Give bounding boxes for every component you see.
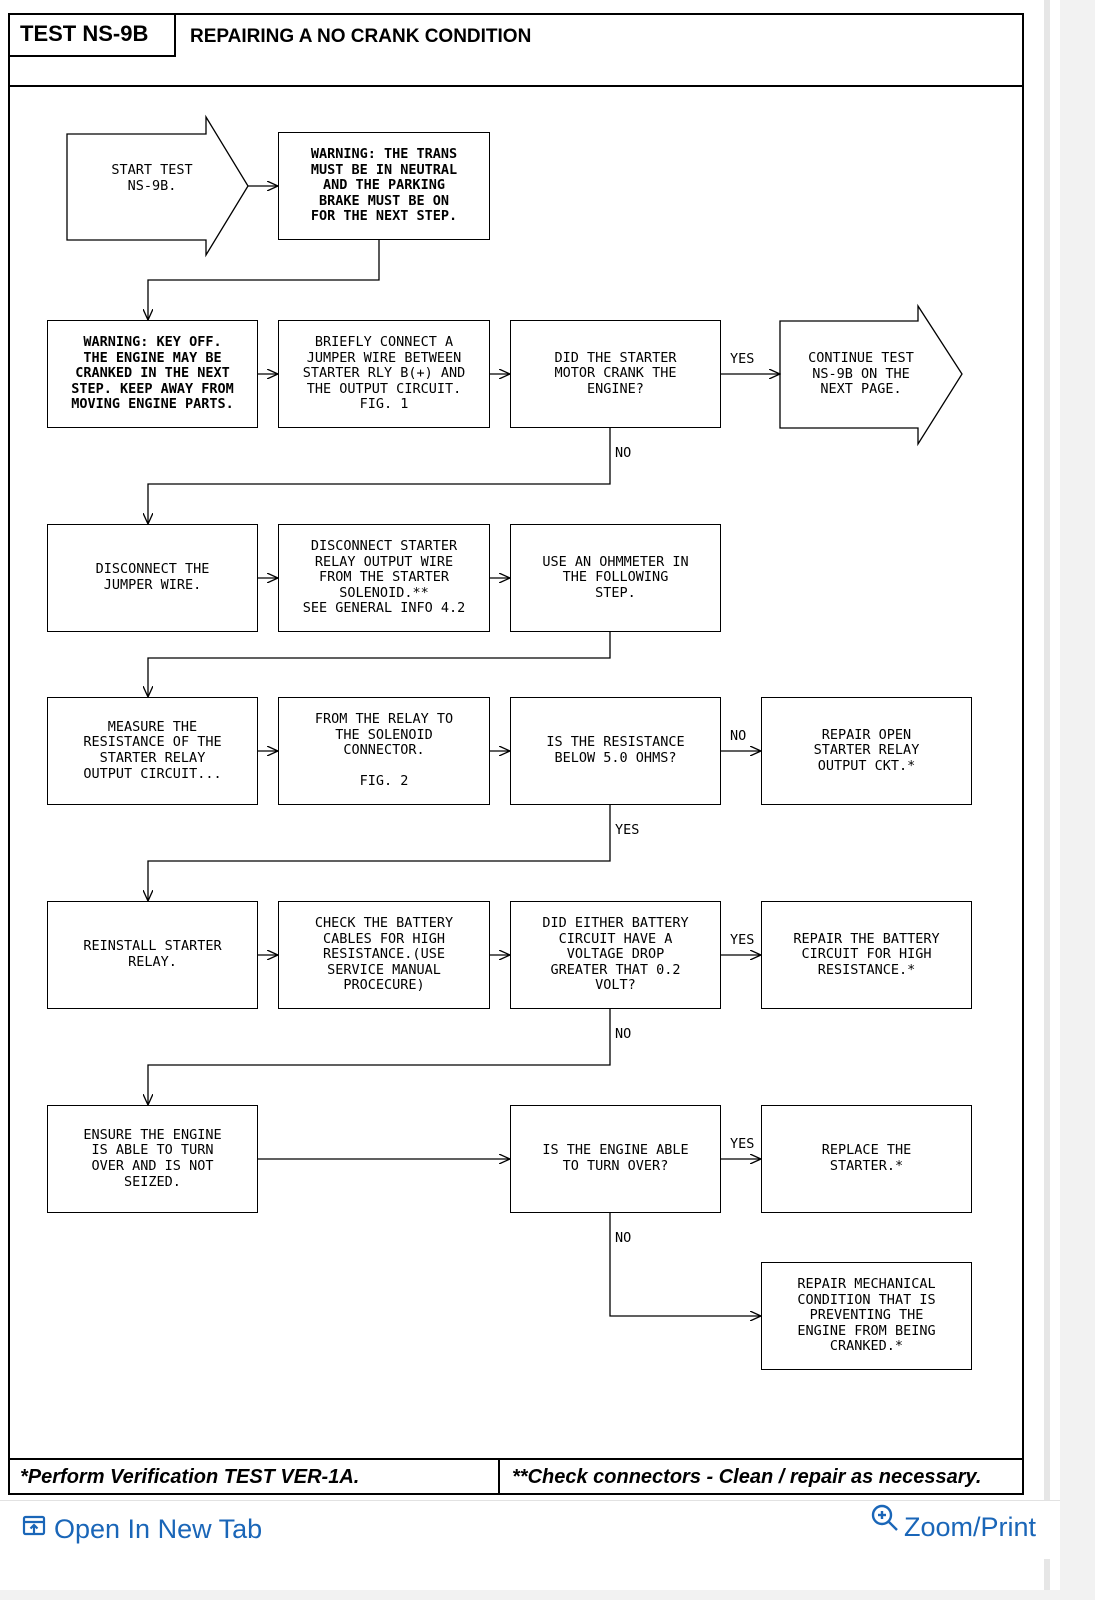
step-repair-open: REPAIR OPEN STARTER RELAY OUTPUT CKT.* xyxy=(761,697,972,805)
open-new-tab-icon xyxy=(22,1514,46,1545)
label-no-crank: NO xyxy=(615,445,632,461)
step-warning-key-text: WARNING: KEY OFF. THE ENGINE MAY BE CRAN… xyxy=(71,334,234,413)
decision-voltage-text: DID EITHER BATTERY CIRCUIT HAVE A VOLTAG… xyxy=(542,915,689,994)
step-ensure-engine: ENSURE THE ENGINE IS ABLE TO TURN OVER A… xyxy=(47,1105,258,1213)
diagram-footer: *Perform Verification TEST VER-1A. **Che… xyxy=(8,1458,1024,1495)
step-repair-mechanical: REPAIR MECHANICAL CONDITION THAT IS PREV… xyxy=(761,1262,972,1370)
step-disconnect-relay: DISCONNECT STARTER RELAY OUTPUT WIRE FRO… xyxy=(278,524,490,632)
test-title: REPAIRING A NO CRANK CONDITION xyxy=(190,26,532,47)
step-from-relay: FROM THE RELAY TO THE SOLENOID CONNECTOR… xyxy=(278,697,490,805)
label-no-voltage: NO xyxy=(615,1026,632,1042)
label-no-resistance: NO xyxy=(730,728,747,744)
footer-note-connectors: **Check connectors - Clean / repair as n… xyxy=(512,1466,982,1488)
step-repair-open-text: REPAIR OPEN STARTER RELAY OUTPUT CKT.* xyxy=(813,726,920,774)
diagram-sheet: TEST NS-9B REPAIRING A NO CRANK CONDITIO… xyxy=(0,0,1060,1590)
footer-note-verification: *Perform Verification TEST VER-1A. xyxy=(8,1460,500,1495)
decision-did-crank-text: DID THE STARTER MOTOR CRANK THE ENGINE? xyxy=(554,349,677,397)
zoom-print-link[interactable]: Zoom/Print xyxy=(870,1504,1036,1547)
step-warning-key: WARNING: KEY OFF. THE ENGINE MAY BE CRAN… xyxy=(47,320,258,428)
step-disconnect-jumper-text: DISCONNECT THE JUMPER WIRE. xyxy=(95,561,210,593)
label-yes-crank: YES xyxy=(730,351,755,367)
flowchart-connectors xyxy=(66,114,963,1500)
zoom-print-label: Zoom/Print xyxy=(903,1511,1036,1542)
step-measure: MEASURE THE RESISTANCE OF THE STARTER RE… xyxy=(47,697,258,805)
start-arrow-shape xyxy=(66,114,249,258)
step-warning-trans-text: WARNING: THE TRANS MUST BE IN NEUTRAL AN… xyxy=(310,146,458,225)
step-continue: CONTINUE TEST NS-9B ON THE NEXT PAGE. xyxy=(808,350,914,398)
step-from-relay-text: FROM THE RELAY TO THE SOLENOID CONNECTOR… xyxy=(314,711,454,790)
continue-arrow-shape xyxy=(779,303,963,447)
decision-did-crank: DID THE STARTER MOTOR CRANK THE ENGINE? xyxy=(510,320,721,428)
step-repair-battery: REPAIR THE BATTERY CIRCUIT FOR HIGH RESI… xyxy=(761,901,972,1009)
decision-turn-over-text: IS THE ENGINE ABLE TO TURN OVER? xyxy=(542,1142,689,1174)
step-jumper: BRIEFLY CONNECT A JUMPER WIRE BETWEEN ST… xyxy=(278,320,490,428)
step-jumper-text: BRIEFLY CONNECT A JUMPER WIRE BETWEEN ST… xyxy=(302,334,466,413)
step-disconnect-relay-text: DISCONNECT STARTER RELAY OUTPUT WIRE FRO… xyxy=(302,538,466,617)
decision-resistance: IS THE RESISTANCE BELOW 5.0 OHMS? xyxy=(510,697,721,805)
step-disconnect-jumper: DISCONNECT THE JUMPER WIRE. xyxy=(47,524,258,632)
step-warning-trans: WARNING: THE TRANS MUST BE IN NEUTRAL AN… xyxy=(278,132,490,240)
step-reinstall-text: REINSTALL STARTER RELAY. xyxy=(83,938,222,970)
label-no-turn-over: NO xyxy=(615,1230,632,1246)
step-check-battery: CHECK THE BATTERY CABLES FOR HIGH RESIST… xyxy=(278,901,490,1009)
step-start: START TEST NS-9B. xyxy=(111,162,193,194)
step-ensure-engine-text: ENSURE THE ENGINE IS ABLE TO TURN OVER A… xyxy=(83,1126,222,1190)
decision-turn-over: IS THE ENGINE ABLE TO TURN OVER? xyxy=(510,1105,721,1213)
step-ohmmeter-text: USE AN OHMMETER IN THE FOLLOWING STEP. xyxy=(542,553,689,601)
open-new-tab-link[interactable]: Open In New Tab xyxy=(22,1509,262,1549)
step-reinstall: REINSTALL STARTER RELAY. xyxy=(47,901,258,1009)
step-replace-starter: REPLACE THE STARTER.* xyxy=(761,1105,972,1213)
zoom-in-icon xyxy=(870,1503,900,1540)
label-yes-voltage: YES xyxy=(730,932,755,948)
label-yes-resistance: YES xyxy=(615,822,640,838)
bottom-toolbar: Open In New Tab Zoom/Print xyxy=(0,1500,1060,1559)
decision-resistance-text: IS THE RESISTANCE BELOW 5.0 OHMS? xyxy=(546,734,685,766)
open-new-tab-label: Open In New Tab xyxy=(54,1513,263,1544)
step-repair-mechanical-text: REPAIR MECHANICAL CONDITION THAT IS PREV… xyxy=(797,1276,936,1355)
step-ohmmeter: USE AN OHMMETER IN THE FOLLOWING STEP. xyxy=(510,524,721,632)
step-measure-text: MEASURE THE RESISTANCE OF THE STARTER RE… xyxy=(83,718,222,782)
step-check-battery-text: CHECK THE BATTERY CABLES FOR HIGH RESIST… xyxy=(314,915,454,994)
test-id: TEST NS-9B xyxy=(8,13,176,57)
diagram-header: TEST NS-9B REPAIRING A NO CRANK CONDITIO… xyxy=(8,13,1024,87)
step-repair-battery-text: REPAIR THE BATTERY CIRCUIT FOR HIGH RESI… xyxy=(793,930,940,978)
label-yes-turn-over: YES xyxy=(730,1136,755,1152)
decision-voltage: DID EITHER BATTERY CIRCUIT HAVE A VOLTAG… xyxy=(510,901,721,1009)
scrollbar[interactable] xyxy=(1044,0,1050,1590)
step-replace-starter-text: REPLACE THE STARTER.* xyxy=(821,1142,912,1174)
